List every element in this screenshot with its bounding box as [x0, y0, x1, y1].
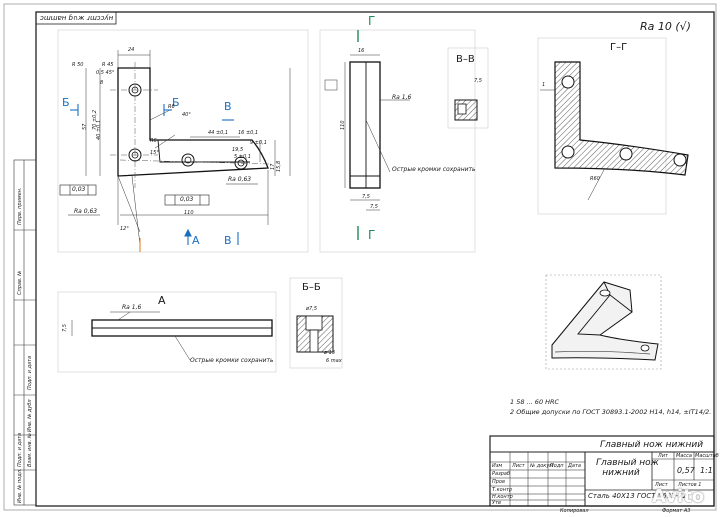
side-dim-7-5-b: 7,5 — [370, 204, 378, 210]
section-bb-dim-3: 6 max — [326, 358, 342, 364]
side-stamp-3: Подп. и дата — [27, 355, 33, 390]
dim-40deg: 40° — [182, 112, 191, 118]
title-header-sheets: Листов 1 — [678, 482, 702, 488]
dim-24: 24 — [128, 47, 135, 53]
view-a-dim: 7,5 — [62, 324, 68, 332]
section-vv-title: В–В — [456, 54, 475, 65]
title-header-mass: Масса — [676, 453, 692, 459]
note-2: 2 Общие допуски по ГОСТ 30893.1-2002 H14… — [510, 408, 712, 416]
section-mark-g-bottom: Г — [368, 228, 376, 242]
section-gg-title: Г–Г — [610, 42, 628, 53]
roughness-main-1: Ra 0,63 — [228, 176, 252, 183]
dim-8: 8 — [100, 80, 104, 86]
section-mark-b-right: Б — [172, 96, 180, 109]
side-stamp-4: Инв. № дубл — [27, 399, 33, 432]
view-a-note: Острые кромки сохранить — [190, 357, 274, 364]
dim-r6-top: R6 — [168, 104, 175, 110]
tb-row-razrab: Разраб — [492, 471, 511, 477]
section-mark-v-top: В — [224, 100, 232, 113]
side-dim-16: 16 — [358, 48, 365, 54]
tb-copied: Копировал — [560, 508, 589, 514]
title-mass: 0,57 — [677, 466, 695, 475]
section-gg-dim-r60: R60 — [590, 176, 600, 182]
title-header-lit: Лит — [658, 453, 668, 459]
tb-row-prov: Пров — [492, 479, 505, 485]
side-dim-110: 110 — [340, 120, 346, 130]
section-bb-title: Б–Б — [302, 282, 321, 293]
side-stamp-1: Перв. примен. — [17, 187, 23, 225]
dim-16: 16 ±0,1 — [238, 130, 259, 136]
note-1: 1 58 ... 60 HRC — [510, 398, 560, 406]
dim-57: 57 — [82, 123, 88, 130]
dim-44: 44 ±0,1 — [208, 130, 229, 136]
section-mark-a: А — [192, 234, 200, 247]
side-stamp-5: Взам. инв. № — [27, 433, 33, 467]
isometric-view — [545, 274, 662, 370]
tb-row-tkontr: Т.контр — [492, 487, 513, 493]
tb-row-nkontr: Н.контр — [492, 494, 513, 500]
section-gg — [537, 37, 689, 215]
view-a-title: А — [158, 294, 166, 307]
tb-format: Формат А3 — [662, 508, 691, 514]
side-stamp-2: Справ. № — [17, 270, 23, 295]
dim-5: 5 ±0,1 — [234, 154, 251, 160]
roughness-main-2: Ra 0,63 — [74, 208, 98, 215]
roughness-general: Ra 10 (√) — [640, 20, 691, 33]
section-bb-dim-2: ø 13 — [324, 350, 336, 356]
section-gg-dim-1: 1 — [542, 82, 546, 88]
top-stamp: ɔɯɯɐн ɓ∩ж ɹɯɔɔʎн — [40, 14, 114, 22]
dim-chamfer: 0,5 45° — [96, 70, 115, 76]
side-stamp-6: Подп. и дата — [17, 432, 23, 467]
title-block — [489, 435, 715, 507]
dim-110: 110 — [184, 210, 194, 216]
dim-12deg: 12° — [120, 226, 129, 232]
dim-19-5: 19,5 — [232, 147, 244, 153]
tolerance-1: 0,03 — [72, 186, 86, 193]
tb-row-podp: Подп — [550, 463, 564, 469]
side-dim-7-5-a: 7,5 — [362, 194, 370, 200]
dim-9: 9 ±0,1 — [250, 140, 267, 146]
view-a — [57, 291, 277, 373]
dim-r45: R 45 — [102, 62, 114, 68]
title-material: Сталь 40Х13 ГОСТ 5632-72 — [588, 492, 687, 500]
tb-row-data: Дата — [568, 463, 581, 469]
title-name: Главный нож нижний — [596, 458, 659, 478]
side-roughness: Ra 1,6 — [392, 94, 412, 101]
dim-70: 70 ±0,2 — [92, 109, 98, 130]
title-header-sheet: Лист — [655, 482, 668, 488]
side-stamp-strip — [13, 159, 37, 506]
tb-row-izm: Изм — [492, 463, 503, 469]
side-view — [319, 29, 476, 253]
tolerance-2: 0,03 — [180, 196, 194, 203]
section-bb-dim-1: ø7,5 — [306, 306, 318, 312]
tb-row-dok: № докум — [530, 463, 554, 469]
section-mark-b-left: Б — [62, 96, 70, 109]
section-mark-g-top: Г — [368, 14, 376, 28]
dim-r50: R 50 — [72, 62, 84, 68]
dim-r6-mid: R6 — [150, 138, 157, 144]
dim-15-8: 15,8 — [276, 160, 282, 172]
dim-15deg: 15° — [150, 150, 159, 156]
section-vv-dim: 7,5 — [474, 78, 482, 84]
tb-row-utv: Утв — [492, 500, 501, 506]
watermark: Avito — [652, 486, 705, 507]
tb-row-list: Лист — [512, 463, 525, 469]
view-a-roughness: Ra 1,6 — [122, 304, 142, 311]
section-vv — [447, 47, 489, 129]
title-designation: Главный нож нижний — [600, 440, 704, 450]
section-mark-v-bottom: В — [224, 234, 232, 247]
section-bb — [289, 277, 343, 369]
title-header-scale: Масштаб — [695, 453, 719, 459]
side-stamp-7: Инв. № подл. — [17, 468, 23, 504]
main-view — [57, 29, 309, 253]
side-note: Острые кромки сохранить — [392, 166, 476, 173]
title-scale: 1:1 — [700, 466, 713, 475]
